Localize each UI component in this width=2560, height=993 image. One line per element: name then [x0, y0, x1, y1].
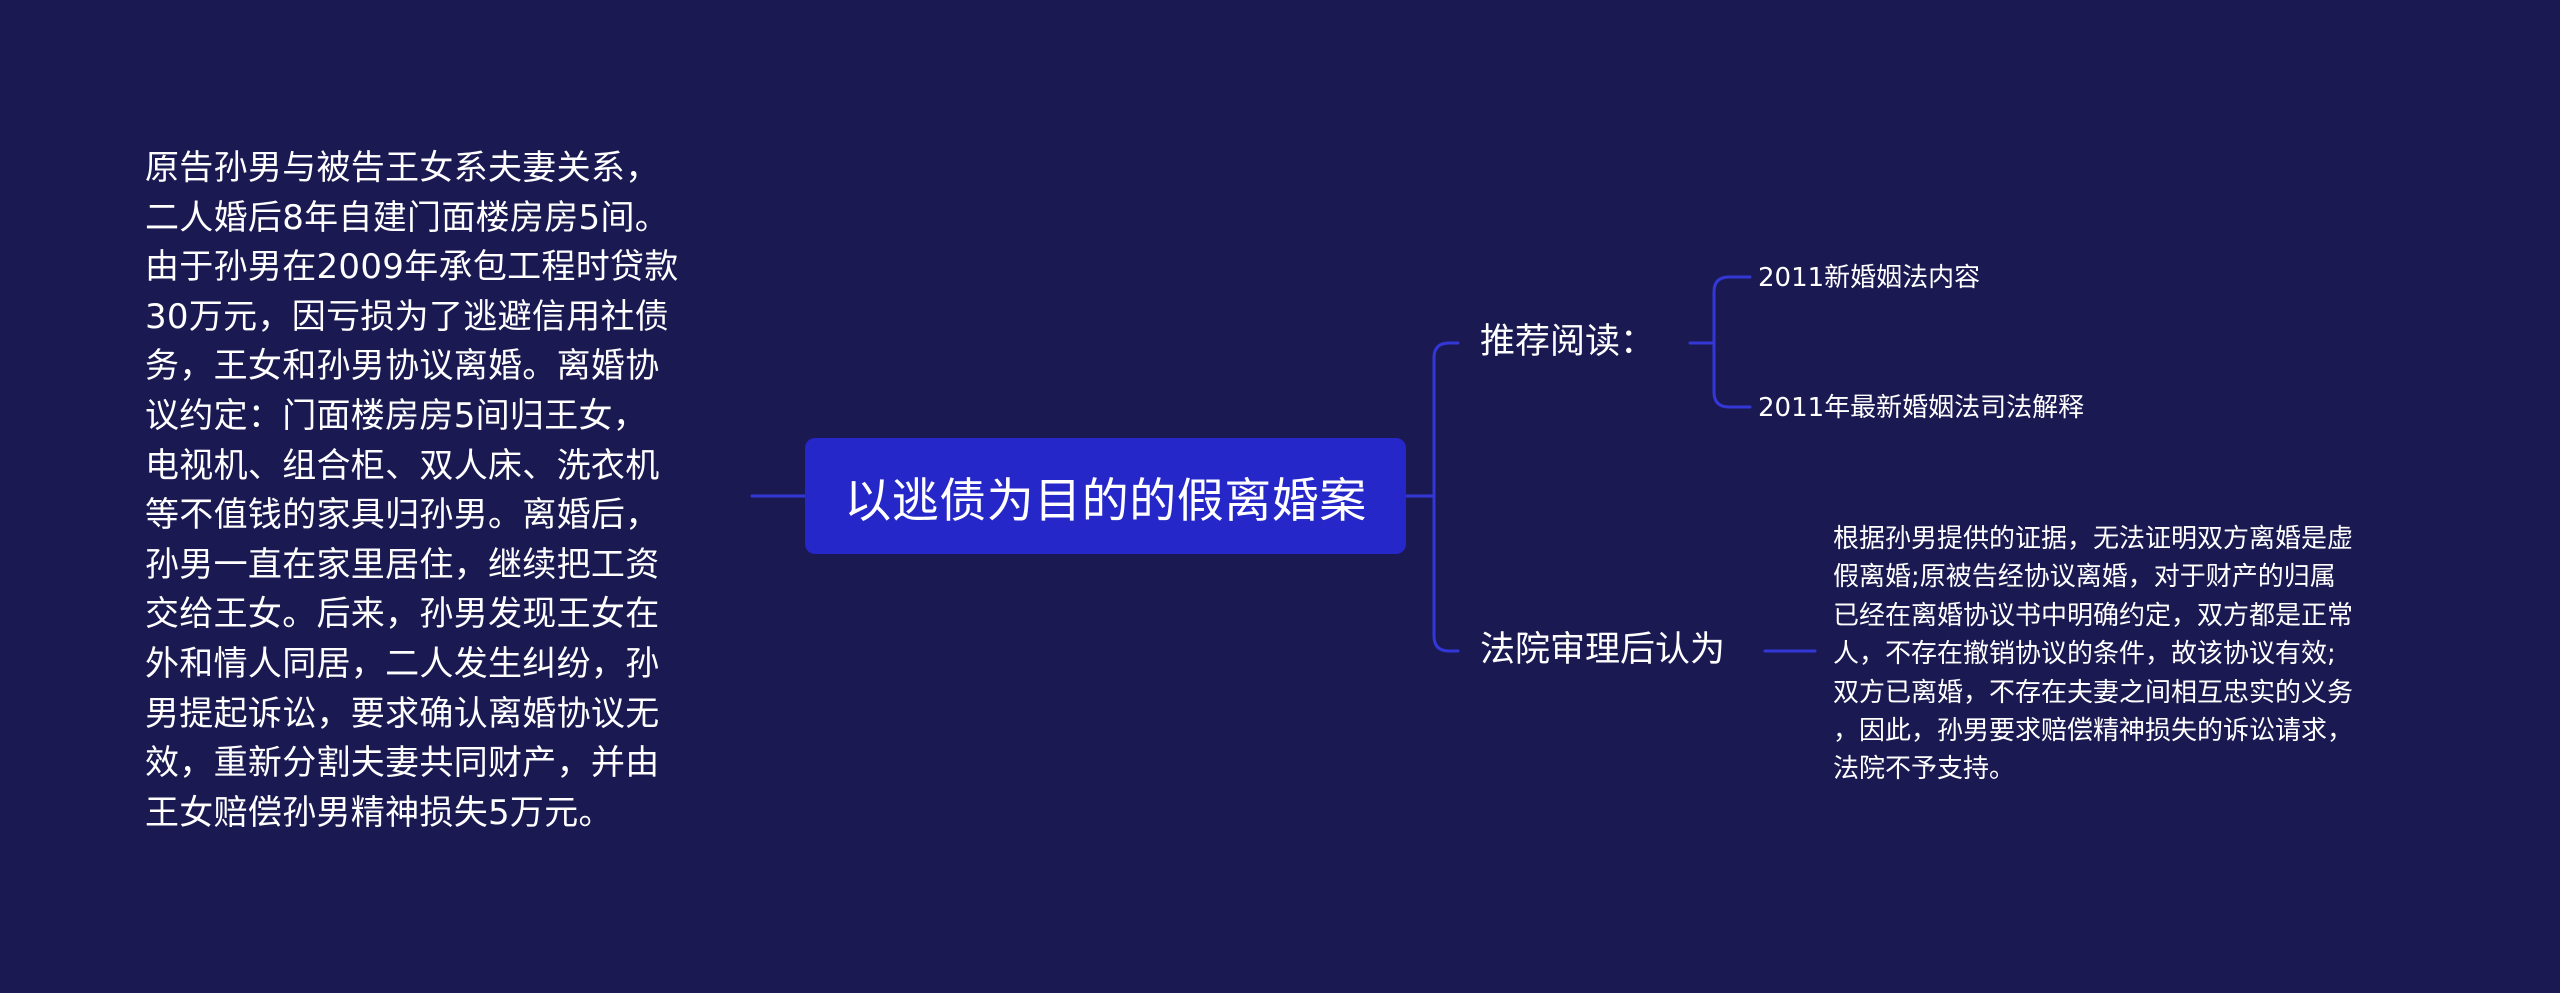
- connector-leaf-2: [1712, 341, 1752, 409]
- connector-root-to-branch-1: [1432, 341, 1460, 498]
- central-topic[interactable]: 以逃债为目的的假离婚案: [805, 438, 1406, 554]
- leaf-2011-marriage-law[interactable]: 2011新婚姻法内容: [1758, 263, 1981, 293]
- branch-recommended-reading[interactable]: 推荐阅读：: [1480, 322, 1656, 362]
- leaf-2011-judicial-interpretation[interactable]: 2011年最新婚姻法司法解释: [1758, 393, 2085, 423]
- connector-root-to-branch-2: [1432, 494, 1460, 653]
- central-topic-label: 以逃债为目的的假离婚案: [844, 473, 1367, 529]
- case-facts-text: 原告孙男与被告王女系夫妻关系， 二人婚后8年自建门面楼房房5间。 由于孙男在20…: [145, 148, 679, 833]
- connector-leaf-1: [1712, 275, 1752, 345]
- branch-court-opinion[interactable]: 法院审理后认为: [1480, 630, 1726, 670]
- court-opinion-text: 根据孙男提供的证据，无法证明双方离婚是虚 假离婚;原被告经协议离婚，对于财产的归…: [1833, 524, 2354, 785]
